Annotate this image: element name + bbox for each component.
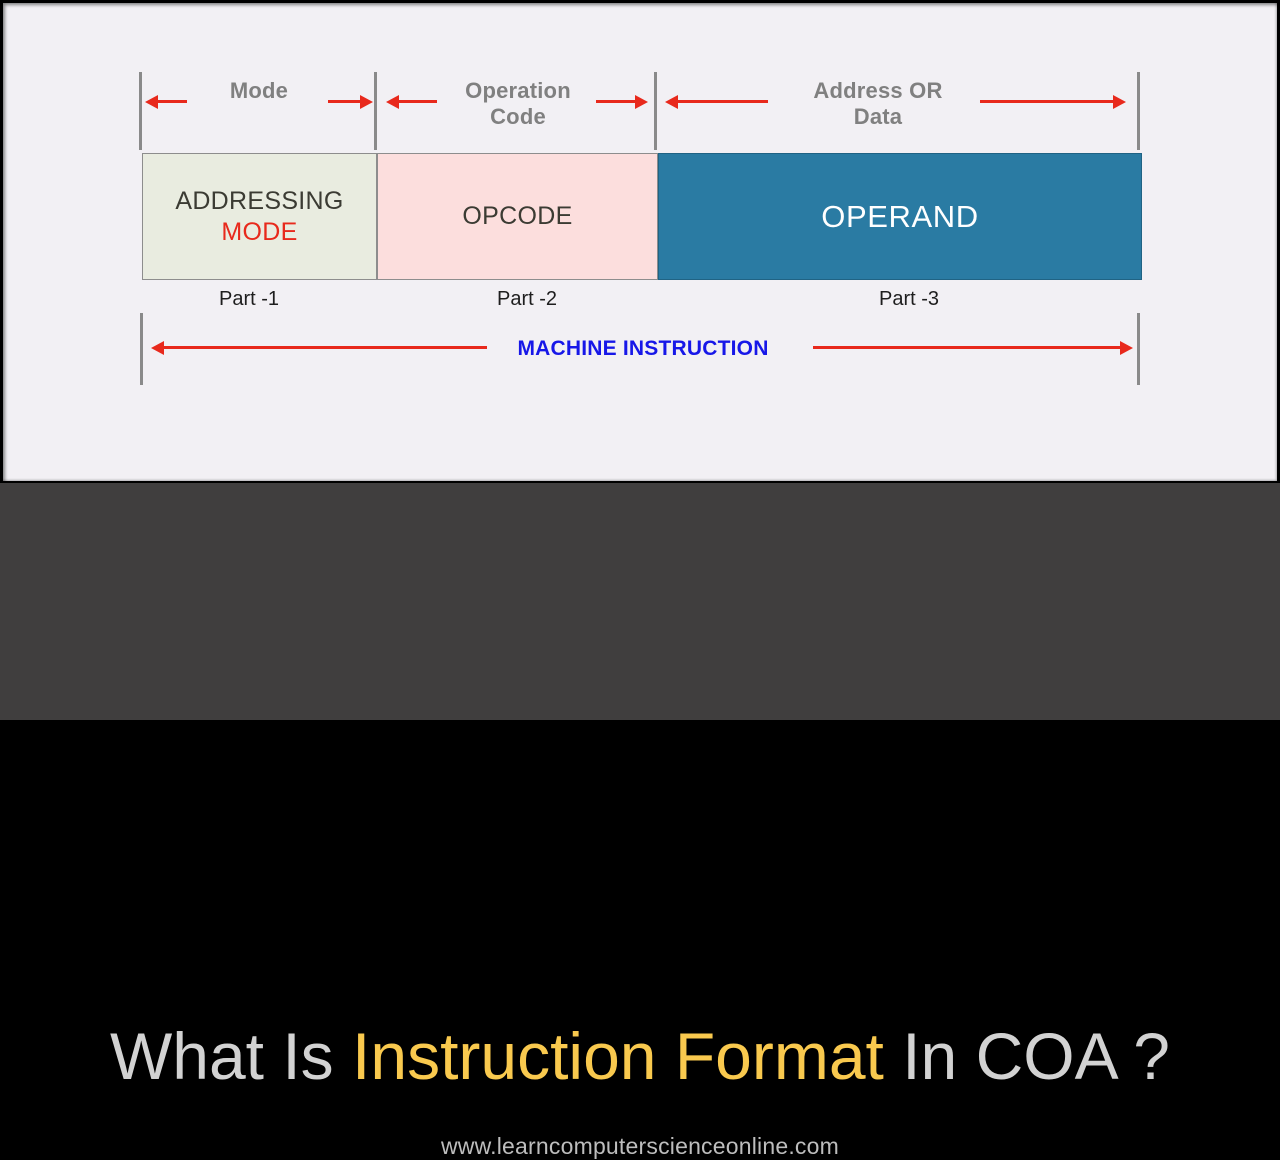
page-title-suffix: In COA ? <box>883 1019 1171 1093</box>
arrow-head-operand-left <box>665 95 678 109</box>
field-box-operand[interactable]: OPERAND <box>658 153 1142 280</box>
arrow-line-opcode-right <box>596 100 638 103</box>
page-title-prefix: What Is <box>109 1019 353 1093</box>
arrow-head-mode-right <box>360 95 373 109</box>
field-box-mode-line2: MODE <box>221 217 298 246</box>
arrow-head-opcode-left <box>386 95 399 109</box>
part-label-3: Part -3 <box>878 288 940 310</box>
title-band: What Is Instruction Format In COA ? www.… <box>0 483 1280 1159</box>
field-box-mode-line1: ADDRESSING <box>175 187 344 215</box>
screenshot-root: Mode Operation Code Address OR Data ADDR… <box>0 3 1280 1159</box>
field-box-addressing-mode[interactable]: ADDRESSING MODE <box>142 153 377 280</box>
label-operation-code: Operation Code <box>443 78 593 130</box>
tick-mark-mode-opcode <box>374 72 377 150</box>
arrow-line-opcode-left <box>397 100 437 103</box>
page-title: What Is Instruction Format In COA ? <box>0 1018 1280 1094</box>
part-label-2: Part -2 <box>496 288 558 310</box>
arrow-line-mode-left <box>156 100 187 103</box>
arrow-head-machine-right <box>1120 341 1133 355</box>
arrow-line-mode-right <box>328 100 363 103</box>
label-address-line1: Address OR <box>813 78 943 103</box>
tick-mark-machine-left <box>140 313 143 385</box>
arrow-head-operand-right <box>1113 95 1126 109</box>
machine-instruction-label: MACHINE INSTRUCTION <box>517 337 769 360</box>
tick-mark-right <box>1137 72 1140 150</box>
label-mode: Mode <box>229 78 289 103</box>
tick-mark-opcode-operand <box>654 72 657 150</box>
arrow-line-operand-left <box>676 100 768 103</box>
label-operation-line2: Code <box>490 103 546 129</box>
arrow-head-opcode-right <box>635 95 648 109</box>
label-address-line2: Data <box>853 103 903 129</box>
page-title-accent: Instruction Format <box>352 1019 884 1093</box>
instruction-format-diagram: Mode Operation Code Address OR Data ADDR… <box>3 3 1277 481</box>
site-url: www.learncomputerscienceonline.com <box>441 1133 839 1159</box>
label-operation-line1: Operation <box>465 78 571 103</box>
arrow-line-operand-right <box>980 100 1115 103</box>
label-address-or-data: Address OR Data <box>783 78 973 130</box>
tick-mark-left <box>139 72 142 150</box>
part-label-1: Part -1 <box>218 288 280 310</box>
field-box-operand-label: OPERAND <box>821 198 979 234</box>
field-box-opcode-label: OPCODE <box>462 202 573 231</box>
arrow-line-machine-left <box>162 346 487 349</box>
arrow-head-mode-left <box>145 95 158 109</box>
field-box-opcode[interactable]: OPCODE <box>377 153 658 280</box>
arrow-head-machine-left <box>151 341 164 355</box>
tick-mark-machine-right <box>1137 313 1140 385</box>
arrow-line-machine-right <box>813 346 1122 349</box>
